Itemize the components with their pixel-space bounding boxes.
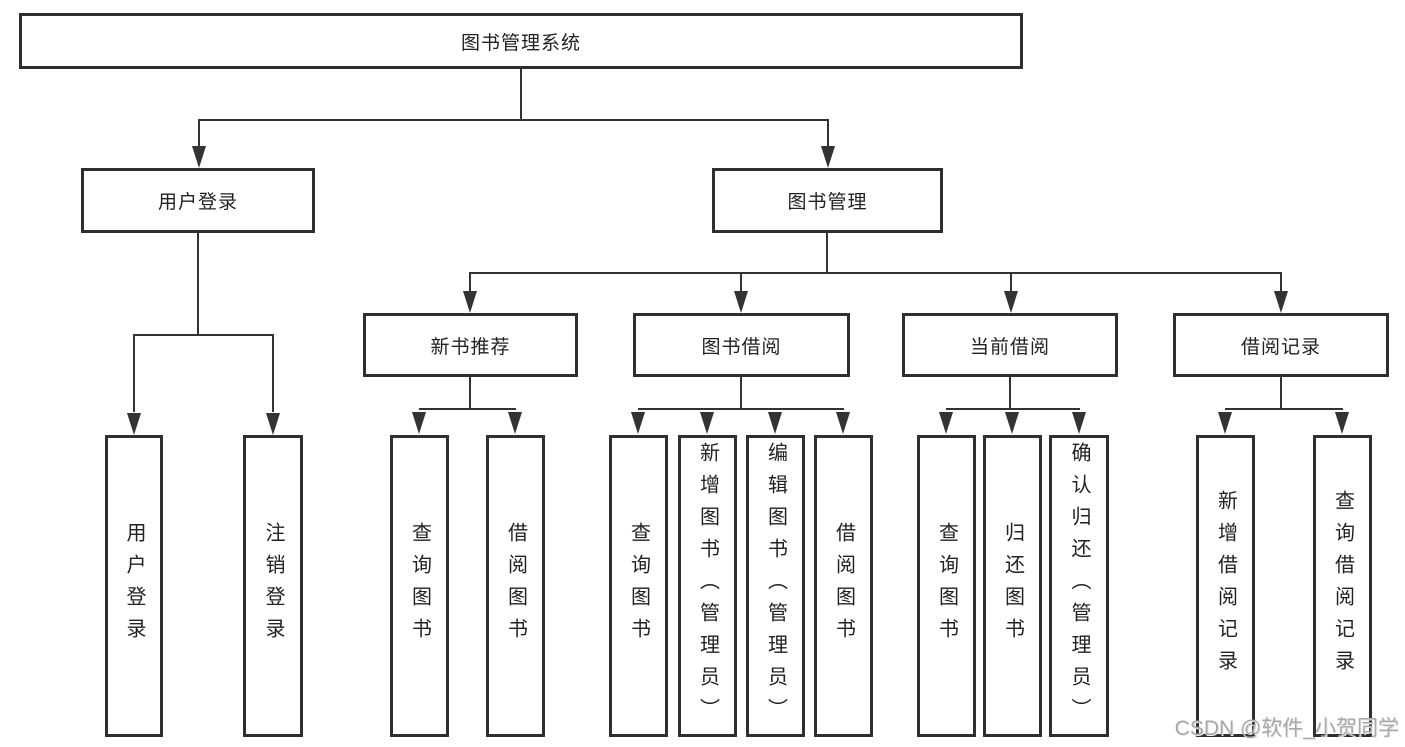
leaf-query-books-current: 查询图书 bbox=[917, 435, 976, 737]
connector-vline bbox=[1010, 272, 1012, 292]
connector-arrow-icon bbox=[700, 412, 714, 434]
connector-arrow-icon bbox=[1335, 412, 1349, 434]
connector-arrow-icon bbox=[127, 413, 141, 435]
connector-arrow-icon bbox=[1274, 291, 1288, 313]
connector-arrow-icon bbox=[821, 146, 835, 168]
connector-arrow-icon bbox=[939, 412, 953, 434]
leaf-query-books-borrow: 查询图书 bbox=[609, 435, 668, 737]
connector-vline bbox=[272, 334, 274, 412]
leaf-add-book-admin: 新增图书（管理员） bbox=[678, 435, 737, 737]
connector-arrow-icon bbox=[412, 412, 426, 434]
connector-hline bbox=[1225, 408, 1343, 410]
node-current-borrowing: 当前借阅 bbox=[902, 313, 1118, 377]
connector-arrow-icon bbox=[1004, 291, 1018, 313]
connector-hline bbox=[470, 272, 1281, 274]
node-library-management-system: 图书管理系统 bbox=[19, 13, 1023, 69]
connector-arrow-icon bbox=[631, 412, 645, 434]
connector-arrow-icon bbox=[734, 291, 748, 313]
connector-arrow-icon bbox=[836, 412, 850, 434]
connector-arrow-icon bbox=[768, 412, 782, 434]
node-book-borrowing: 图书借阅 bbox=[633, 313, 850, 377]
node-user-login: 用户登录 bbox=[81, 168, 315, 233]
connector-vline bbox=[198, 119, 200, 149]
connector-arrow-icon bbox=[463, 291, 477, 313]
connector-vline bbox=[1009, 377, 1011, 410]
connector-vline bbox=[197, 233, 199, 336]
connector-vline bbox=[827, 119, 829, 149]
connector-arrow-icon bbox=[1072, 412, 1086, 434]
connector-vline bbox=[826, 233, 828, 274]
connector-vline bbox=[1280, 377, 1282, 410]
leaf-return-books: 归还图书 bbox=[983, 435, 1042, 737]
leaf-logout: 注销登录 bbox=[243, 435, 303, 737]
connector-vline bbox=[520, 69, 522, 121]
connector-hline bbox=[638, 408, 844, 410]
leaf-confirm-return-admin: 确认归还（管理员） bbox=[1049, 435, 1109, 737]
connector-arrow-icon bbox=[508, 412, 522, 434]
connector-vline bbox=[469, 377, 471, 410]
connector-hline bbox=[199, 119, 829, 121]
leaf-user-login: 用户登录 bbox=[105, 435, 163, 737]
node-borrowing-records: 借阅记录 bbox=[1173, 313, 1389, 377]
node-new-book-recommendation: 新书推荐 bbox=[363, 313, 578, 377]
connector-arrow-icon bbox=[192, 146, 206, 168]
leaf-borrow-books: 借阅图书 bbox=[814, 435, 873, 737]
leaf-query-borrow-record: 查询借阅记录 bbox=[1313, 435, 1372, 737]
node-book-management: 图书管理 bbox=[712, 168, 943, 233]
leaf-add-borrow-record: 新增借阅记录 bbox=[1196, 435, 1255, 737]
connector-vline bbox=[740, 272, 742, 292]
csdn-watermark: CSDN @软件_小贺同学 bbox=[1174, 717, 1399, 740]
connector-arrow-icon bbox=[1005, 412, 1019, 434]
connector-arrow-icon bbox=[266, 413, 280, 435]
leaf-borrow-books-recommend: 借阅图书 bbox=[486, 435, 545, 737]
leaf-edit-book-admin: 编辑图书（管理员） bbox=[746, 435, 805, 737]
connector-arrow-icon bbox=[1218, 412, 1232, 434]
connector-hline bbox=[419, 408, 516, 410]
connector-hline bbox=[133, 334, 274, 336]
connector-hline bbox=[946, 408, 1080, 410]
connector-vline bbox=[740, 377, 742, 410]
connector-vline bbox=[1280, 272, 1282, 292]
leaf-query-books-recommend: 查询图书 bbox=[390, 435, 449, 737]
connector-vline bbox=[469, 272, 471, 292]
connector-vline bbox=[133, 334, 135, 412]
